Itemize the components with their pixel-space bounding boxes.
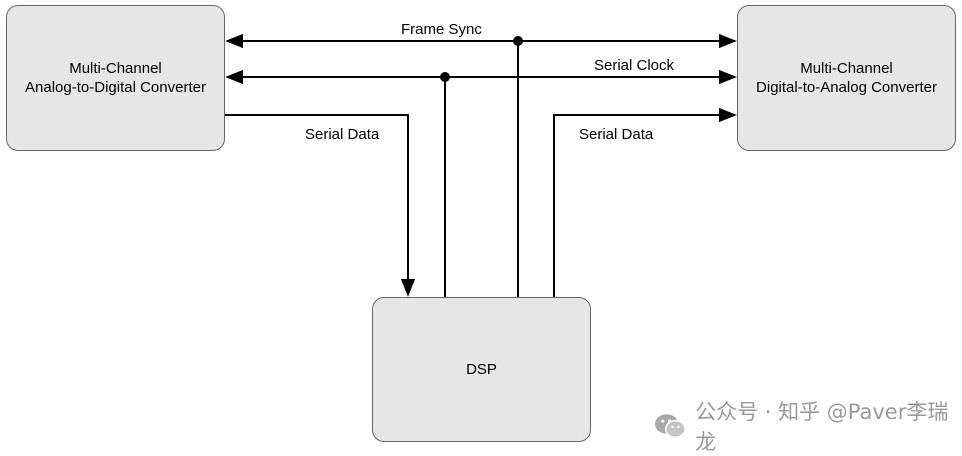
adc-line1: Multi-Channel (69, 60, 162, 77)
dac-block: Multi-Channel Digital-to-Analog Converte… (737, 5, 956, 151)
frame-sync-junction (513, 36, 523, 46)
dac-line2: Digital-to-Analog Converter (756, 79, 937, 96)
watermark-text: 公众号 · 知乎 @Paver李瑞龙 (695, 400, 949, 454)
serial-data-adc-label: Serial Data (305, 126, 380, 143)
serial-data-dac-label: Serial Data (579, 126, 654, 143)
adc-block: Multi-Channel Analog-to-Digital Converte… (6, 5, 225, 151)
serial-clock-label: Serial Clock (594, 57, 675, 74)
adc-line2: Analog-to-Digital Converter (25, 79, 206, 96)
watermark: 公众号 · 知乎 @Paver李瑞龙 (654, 396, 962, 456)
serial-data-dac-wire (553, 107, 737, 297)
dsp-label: DSP (466, 361, 497, 378)
wechat-icon (654, 414, 686, 438)
serial-clock-junction (440, 72, 450, 82)
dac-line1: Multi-Channel (800, 60, 893, 77)
frame-sync-label: Frame Sync (401, 21, 482, 38)
dsp-block: DSP (372, 297, 591, 442)
serial-data-adc-wire (225, 114, 416, 297)
